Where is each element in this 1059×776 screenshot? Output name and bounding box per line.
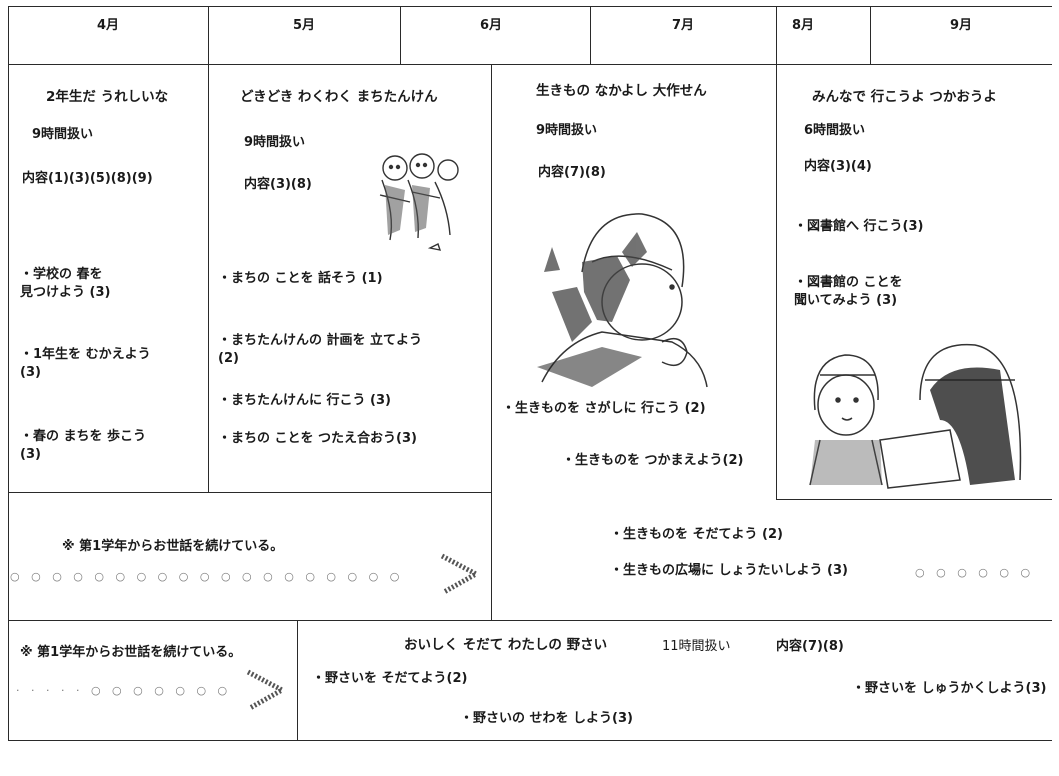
unit-title: 生きもの なかよし 大作せん: [536, 83, 707, 99]
activity-item: ・生きものを さがしに 行こう (2): [502, 401, 706, 416]
grid-line: [776, 499, 1052, 500]
month-april: 4月: [96, 18, 120, 33]
unit-title: おいしく そだて わたしの 野さい: [404, 637, 608, 653]
child-with-crayfish-illustration: [537, 213, 708, 388]
continuation-arrow-icon: [440, 553, 482, 595]
grid-line: [400, 6, 401, 64]
grid-line: [776, 6, 777, 64]
unit-hours: 9時間扱い: [32, 127, 94, 142]
activity-item: ・春の まちを 歩こう (3): [20, 429, 147, 462]
activity-item: ・まちたんけんの 計画を 立てよう (2): [218, 333, 423, 366]
unit-content: 内容(7)(8): [776, 639, 844, 654]
continuing-note: ※ 第1学年からお世話を続けている。: [62, 539, 284, 554]
activity-item: ・1年生を むかえよう (3): [20, 347, 151, 380]
unit-content: 内容(3)(4): [804, 159, 872, 174]
grid-line: [8, 6, 9, 740]
unit-content: 内容(1)(3)(5)(8)(9): [22, 171, 153, 186]
grid-line: [8, 492, 492, 493]
activity-item: ・図書館の ことを 聞いてみよう (3): [794, 275, 903, 308]
grid-line: [491, 64, 492, 620]
continuing-note: ※ 第1学年からお世話を続けている。: [20, 645, 242, 660]
unit-hours: 9時間扱い: [536, 123, 598, 138]
activity-item: ・生きもの広場に しょうたいしよう (3): [610, 563, 848, 578]
activity-item: ・生きものを つかまえよう(2): [562, 453, 744, 468]
unit-hours: 6時間扱い: [804, 123, 866, 138]
continuation-dots: ○ ○ ○ ○ ○ ○: [915, 566, 1035, 579]
grid-line: [8, 740, 1052, 741]
unit-content: 内容(7)(8): [538, 165, 606, 180]
unit-title: みんなで 行こうよ つかおうよ: [812, 89, 997, 105]
children-walking-illustration: [379, 153, 459, 251]
activity-item: ・野さいの せわを しよう(3): [460, 711, 633, 726]
grid-line: [590, 6, 591, 64]
activity-item: ・野さいを しゅうかくしよう(3): [852, 681, 1047, 696]
continuation-dots: · · · · · ○ ○ ○ ○ ○ ○ ○: [16, 684, 232, 697]
month-june: 6月: [480, 18, 503, 33]
unit-hours: 11時間扱い: [662, 639, 731, 654]
grid-line: [8, 64, 1052, 65]
unit-title: どきどき わくわく まちたんけん: [240, 89, 438, 105]
activity-item: ・図書館へ 行こう(3): [794, 219, 924, 234]
grid-line: [8, 6, 1052, 7]
activity-item: ・まちの ことを つたえ合おう(3): [218, 431, 417, 446]
unit-title: 2年生だ うれしいな: [46, 89, 169, 105]
activity-item: ・まちたんけんに 行こう (3): [218, 393, 391, 408]
month-september: 9月: [949, 18, 973, 33]
activity-item: ・学校の 春を 見つけよう (3): [20, 267, 111, 300]
grid-line: [208, 64, 209, 492]
children-reading-illustration: [809, 343, 1022, 489]
grid-line: [870, 6, 871, 64]
unit-content: 内容(3)(8): [244, 177, 312, 192]
grid-line: [776, 64, 777, 499]
continuation-dots: ○ ○ ○ ○ ○ ○ ○ ○ ○ ○ ○ ○ ○ ○ ○ ○ ○ ○ ○: [10, 570, 404, 583]
month-july: 7月: [671, 18, 695, 33]
month-august: 8月: [792, 18, 815, 33]
unit-hours: 9時間扱い: [244, 135, 306, 150]
month-may: 5月: [292, 18, 316, 33]
activity-item: ・野さいを そだてよう(2): [312, 671, 468, 686]
grid-line: [208, 6, 209, 64]
grid-line: [297, 620, 298, 740]
activity-item: ・生きものを そだてよう (2): [610, 527, 783, 542]
continuation-arrow-icon: [246, 669, 288, 711]
grid-line: [8, 620, 1052, 621]
activity-item: ・まちの ことを 話そう (1): [218, 271, 383, 286]
